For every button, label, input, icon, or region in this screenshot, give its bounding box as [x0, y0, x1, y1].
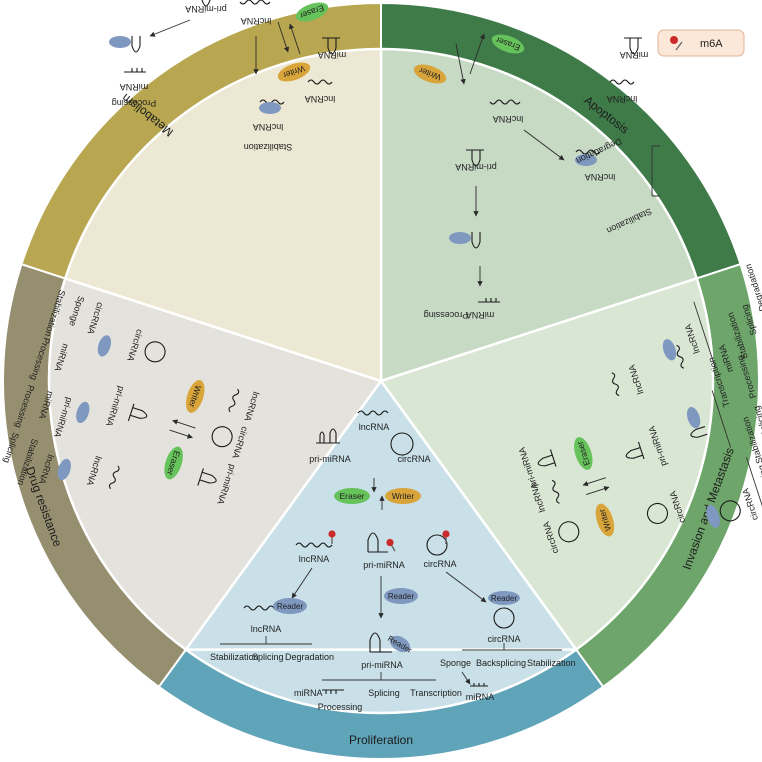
apop-mirna-1: miRNA — [620, 50, 649, 60]
drug-hairpin-1 — [197, 468, 217, 486]
metabolism-panel: lncRNA miRNA Eraser Writer lncRNA lncRNA… — [109, 0, 346, 152]
meta-mirna-1: miRNA — [318, 50, 347, 60]
prolif-mirna2: miRNA — [466, 692, 495, 702]
legend: m6A — [657, 29, 745, 57]
apop-lncrna-1: lncRNA — [607, 94, 638, 104]
inv-hairpin-1 — [537, 449, 557, 467]
drug-degradation: Degradation — [0, 425, 2, 475]
inv-hairpin-3 — [686, 406, 708, 438]
meta-processing: Processing — [112, 98, 157, 108]
svg-text:Reader: Reader — [491, 594, 518, 603]
prolif-mid-primirna-hairpin — [367, 532, 388, 553]
prolif-sponge: Sponge — [440, 658, 471, 668]
meta-hairpin-2 — [201, 0, 211, 7]
apop-lncrna-3: lncRNA — [585, 172, 616, 182]
prolif-backsplicing: Backsplicing — [476, 658, 526, 668]
meta-eraser: Eraser — [295, 2, 329, 22]
drug-writer: Writer — [185, 380, 205, 413]
svg-text:Eraser: Eraser — [339, 491, 364, 501]
legend-label: m6A — [700, 38, 723, 50]
meta-hairpin-reader — [109, 36, 141, 53]
proliferation-panel: lncRNA pri-miRNA circRNA Eraser Writer p… — [210, 410, 576, 712]
drug-eraser: Eraser — [164, 446, 183, 480]
apop-processing: Processing — [424, 310, 469, 320]
meta-stabilization: Stabilization — [244, 142, 293, 152]
apop-eraser: Eraser — [491, 34, 525, 54]
svg-text:Reader: Reader — [277, 602, 304, 611]
svg-text:Writer: Writer — [392, 491, 415, 501]
sector-title-proliferation: Proliferation — [349, 733, 413, 747]
meta-lncrna-2: lncRNA — [241, 16, 272, 26]
prolif-splicing: Splicing — [252, 652, 284, 662]
meta-writer: Writer — [277, 62, 311, 82]
prolif-lncrna-reader: lncRNA — [251, 624, 282, 634]
meta-primirna: pri-miRNA — [185, 4, 227, 14]
inv-circrna-3: circRNA — [740, 487, 760, 521]
apop-writer: Writer — [413, 64, 447, 84]
prolif-eraser-pill: Eraser — [334, 488, 370, 504]
meta-lncrna-3: lncRNA — [253, 122, 284, 132]
prolif-transcription: Transcription — [410, 688, 462, 698]
prolif-top-circrna: circRNA — [398, 454, 431, 464]
inner-sector-apoptosis — [379, 47, 699, 383]
prolif-writer-pill: Writer — [385, 488, 421, 504]
prolif-top-circrna-circle — [390, 432, 414, 456]
prolif-circrna-reader: circRNA — [488, 634, 521, 644]
inv-writer: Writer — [595, 503, 615, 537]
prolif-top-primirna: pri-miRNA — [309, 454, 351, 464]
apop-mirna-2: miRNA — [466, 310, 495, 320]
prolif-reader-pill-right: Reader — [488, 591, 520, 605]
prolif-reader-pill-center: Reader — [384, 588, 418, 604]
prolif-top-lncrna: lncRNA — [359, 422, 390, 432]
prolif-degradation: Degradation — [285, 652, 334, 662]
meta-mirna-2: miRNA — [120, 82, 149, 92]
inv-splicing: Splicing — [751, 405, 762, 438]
apop-primirna: pri-miRNA — [455, 162, 497, 172]
inner-sectors — [47, 47, 715, 715]
prolif-primirna-reader: pri-miRNA — [361, 660, 403, 670]
prolif-processing: Processing — [318, 702, 363, 712]
meta-hairpin-1 — [322, 37, 340, 55]
apop-lncrna-2: lncRNA — [493, 114, 524, 124]
prolif-mid-primirna: pri-miRNA — [363, 560, 405, 570]
drug-hairpin-2 — [127, 403, 148, 422]
prolif-stabilization: Stabilization — [210, 652, 259, 662]
inv-hairpin-2 — [625, 441, 645, 460]
apop-hairpin-reader — [449, 232, 481, 249]
prolif-stabilization2: Stabilization — [527, 658, 576, 668]
prolif-left-lncrna: lncRNA — [299, 554, 330, 564]
proliferation-triangle — [183, 378, 579, 651]
inner-sector-invasion — [378, 276, 715, 652]
inner-sector-drug — [47, 276, 384, 652]
prolif-splicing2: Splicing — [368, 688, 400, 698]
svg-text:Reader: Reader — [388, 592, 415, 601]
prolif-reader-pill-left: Reader — [273, 598, 307, 614]
apop-hairpin — [466, 149, 484, 167]
prolif-primirna-hairpin — [316, 428, 340, 444]
meta-lncrna-1: lncRNA — [305, 94, 336, 104]
prolif-right-circrna: circRNA — [424, 559, 457, 569]
m6a-pin-icon — [670, 36, 683, 51]
prolif-mirna: miRNA — [294, 688, 323, 698]
inner-sector-metabolism — [63, 47, 383, 383]
inv-eraser: Eraser — [574, 437, 593, 470]
apop-primirna-hairpin — [624, 37, 642, 55]
